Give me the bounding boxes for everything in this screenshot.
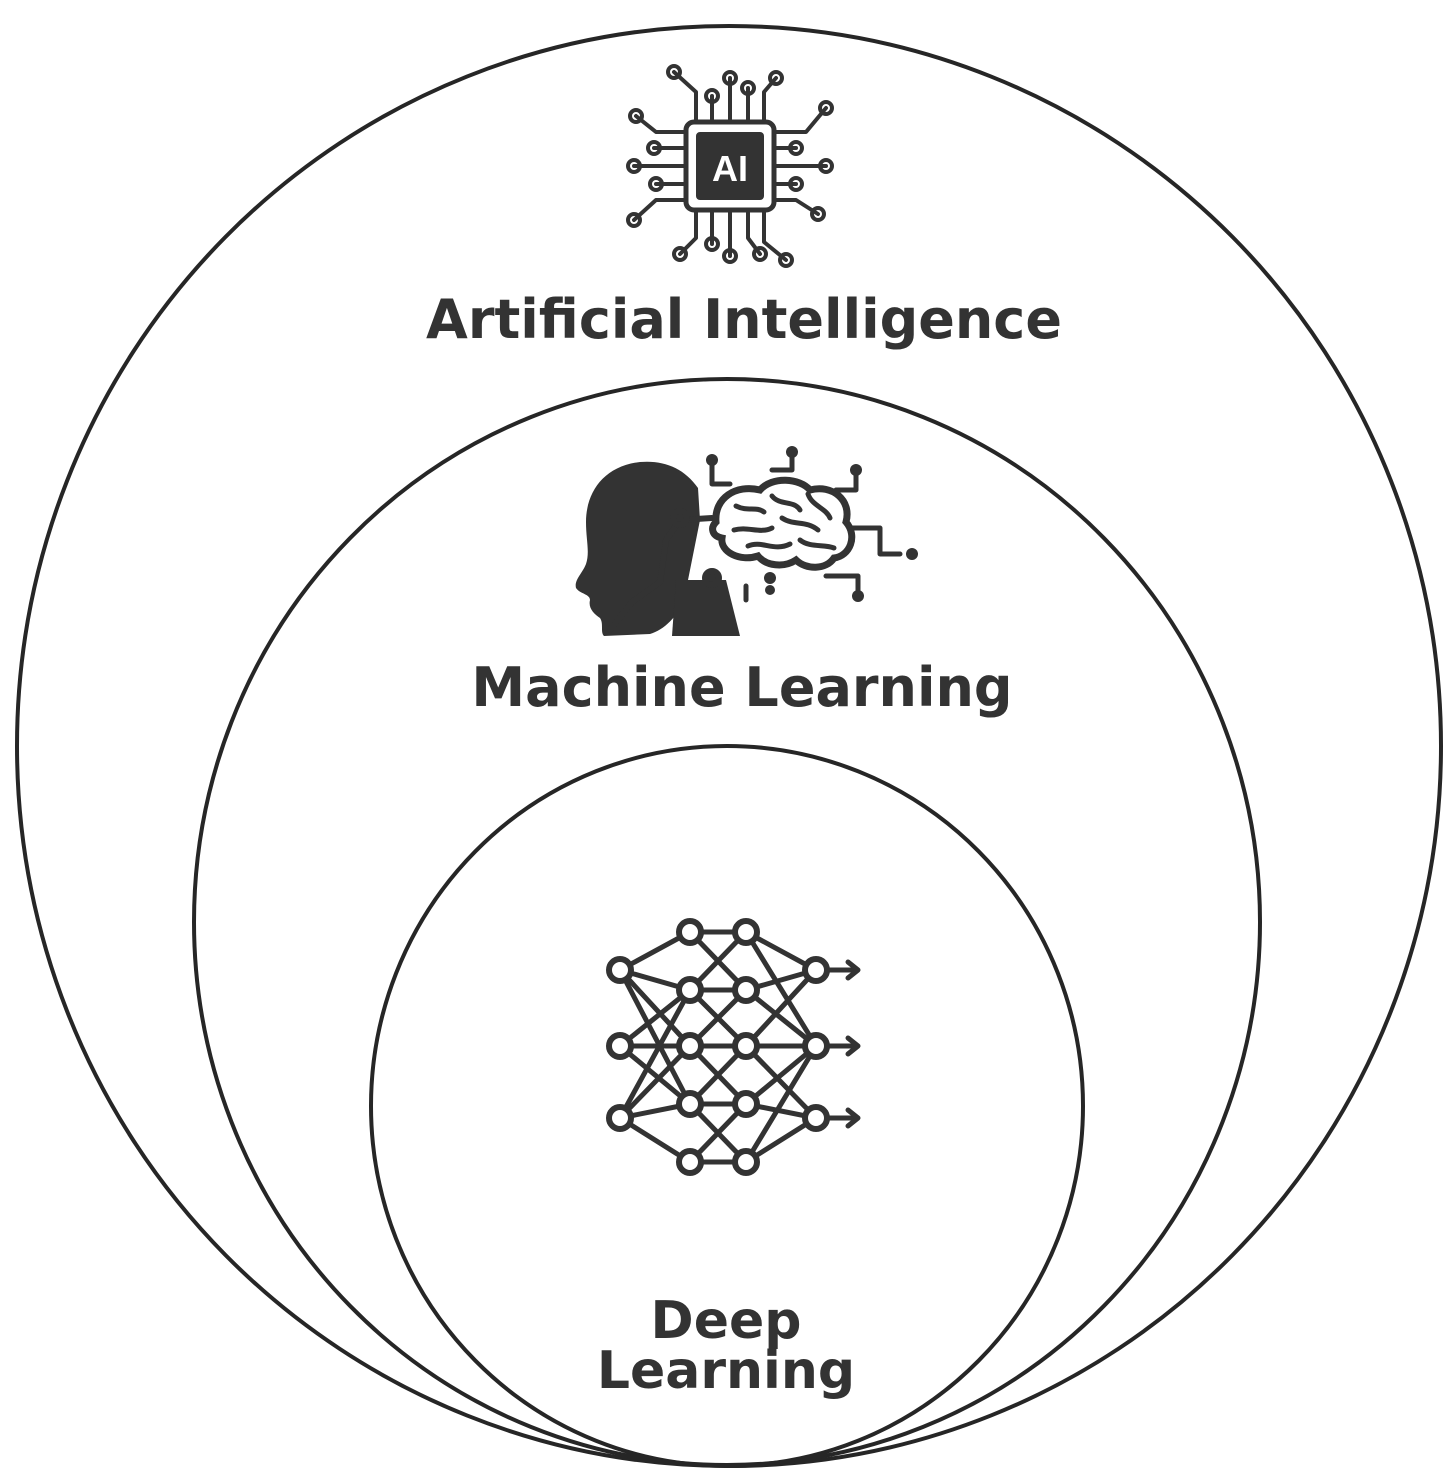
chip-outer xyxy=(683,119,777,213)
ai-label: Artificial Intelligence xyxy=(426,288,1062,351)
neck xyxy=(672,580,740,636)
dl-label-line2: Learning xyxy=(597,1341,855,1401)
neural-network-icon xyxy=(606,918,861,1176)
brain xyxy=(709,476,856,571)
ai-chip-icon: AI xyxy=(626,64,834,268)
dl-circle xyxy=(369,744,1085,1468)
chip-inner xyxy=(696,132,764,200)
head-silhouette xyxy=(575,461,700,636)
head-brain-icon xyxy=(575,446,918,636)
chip-text: AI xyxy=(712,148,748,189)
dl-label-line1: Deep xyxy=(651,1291,802,1351)
ml-label: Machine Learning xyxy=(471,656,1012,719)
